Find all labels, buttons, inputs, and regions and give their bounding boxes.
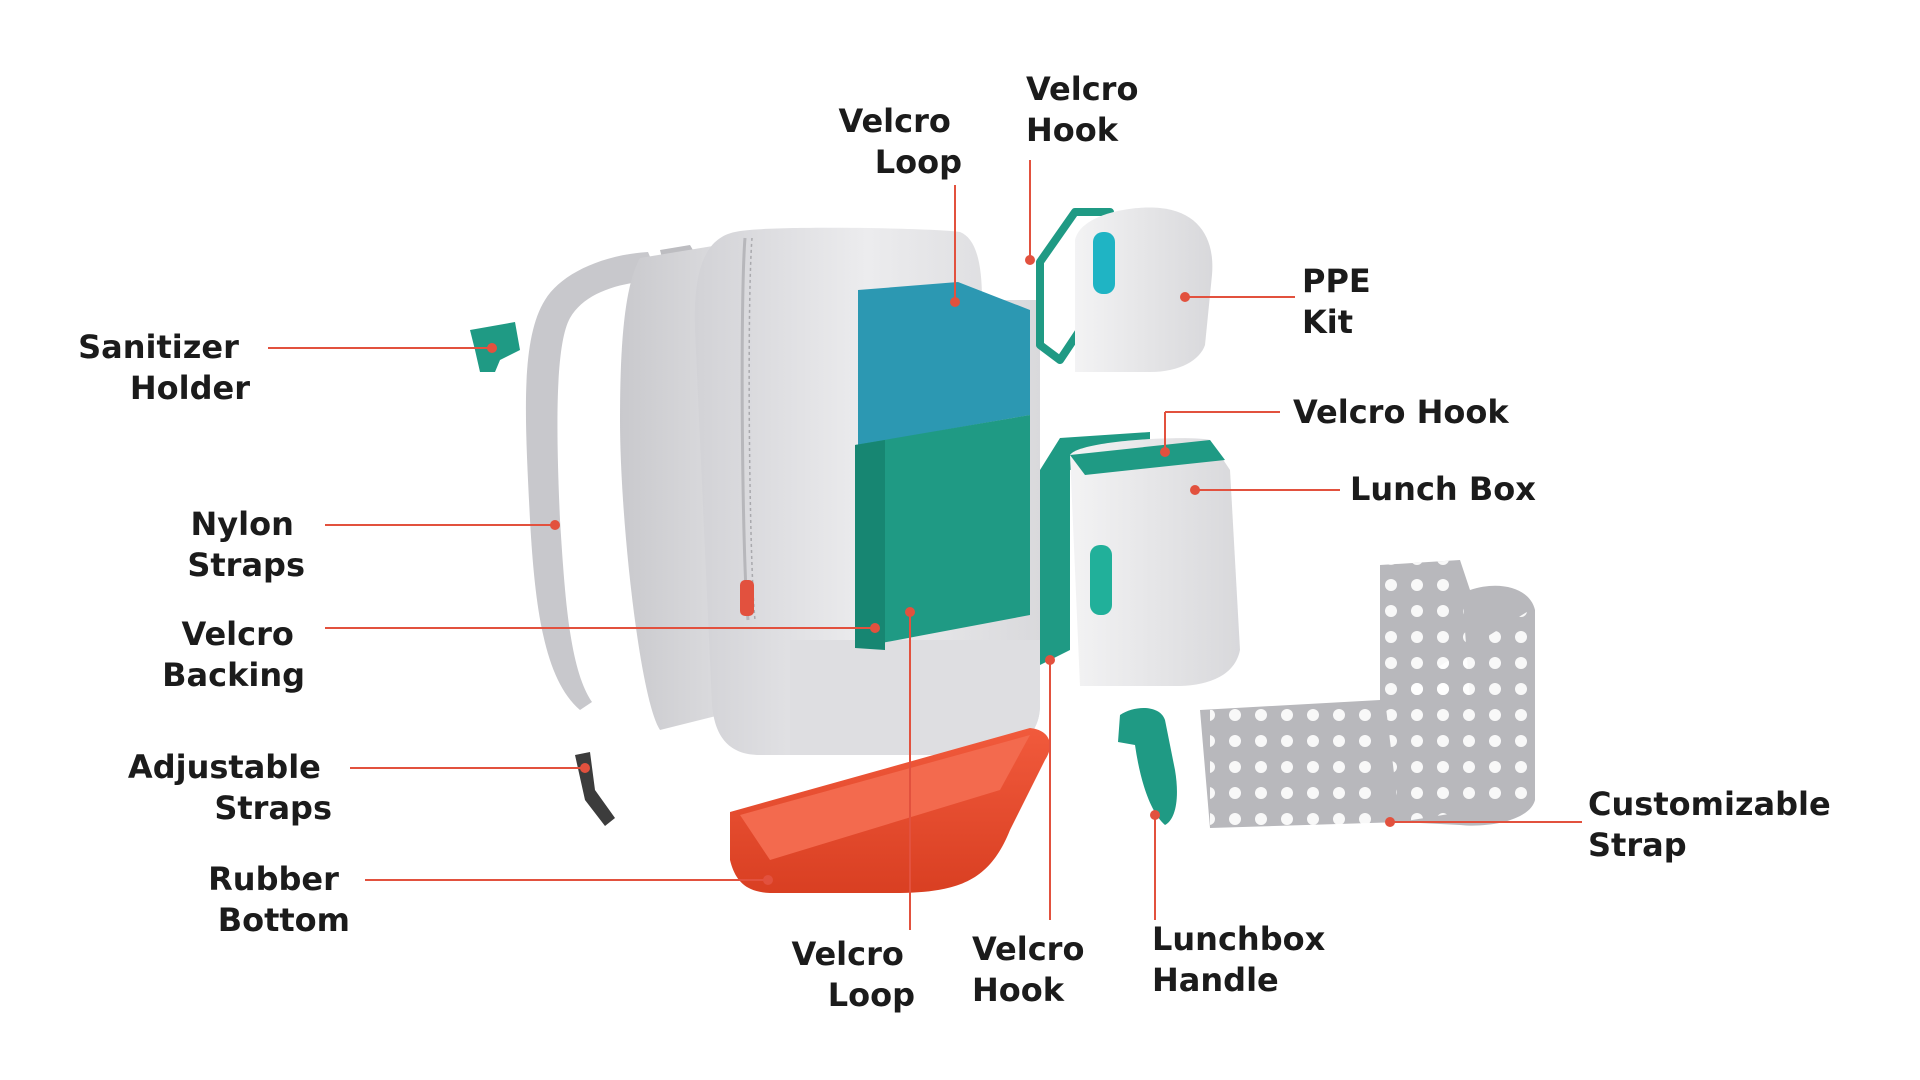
label-lunchbox-handle: Lunchbox Handle <box>1152 920 1336 999</box>
label-customizable-strap: Customizable Strap <box>1588 785 1842 864</box>
ppe-kit-graphic <box>1036 207 1213 372</box>
label-velcro-loop-bottom: Velcro Loop <box>791 935 915 1014</box>
label-velcro-loop-top: Velcro Loop <box>838 102 962 181</box>
label-velcro-hook-top: Velcro Hook <box>1026 70 1150 149</box>
label-velcro-hook-bottom: Velcro Hook <box>972 930 1096 1009</box>
label-adjustable-straps: Adjustable Straps <box>128 748 332 827</box>
adjustable-strap-graphic <box>575 752 615 826</box>
label-nylon-straps: Nylon Straps <box>187 505 305 584</box>
label-rubber-bottom: Rubber Bottom <box>208 860 350 939</box>
label-sanitizer-holder: Sanitizer Holder <box>78 328 250 407</box>
label-velcro-hook-right: Velcro Hook <box>1293 393 1509 431</box>
labels: Velcro Loop Velcro Hook PPE Kit Velcro H… <box>78 70 1842 1014</box>
rubber-bottom-graphic <box>730 728 1050 893</box>
velcro-felt-graphic <box>855 282 1030 650</box>
lunch-box-graphic <box>1040 432 1240 686</box>
lunchbox-handle-graphic <box>1118 708 1177 825</box>
label-ppe-kit: PPE Kit <box>1302 262 1382 341</box>
label-velcro-backing: Velcro Backing <box>162 615 305 694</box>
label-lunch-box: Lunch Box <box>1350 470 1536 508</box>
customizable-strap-graphic <box>1200 560 1535 830</box>
leader-lines <box>268 160 1582 930</box>
